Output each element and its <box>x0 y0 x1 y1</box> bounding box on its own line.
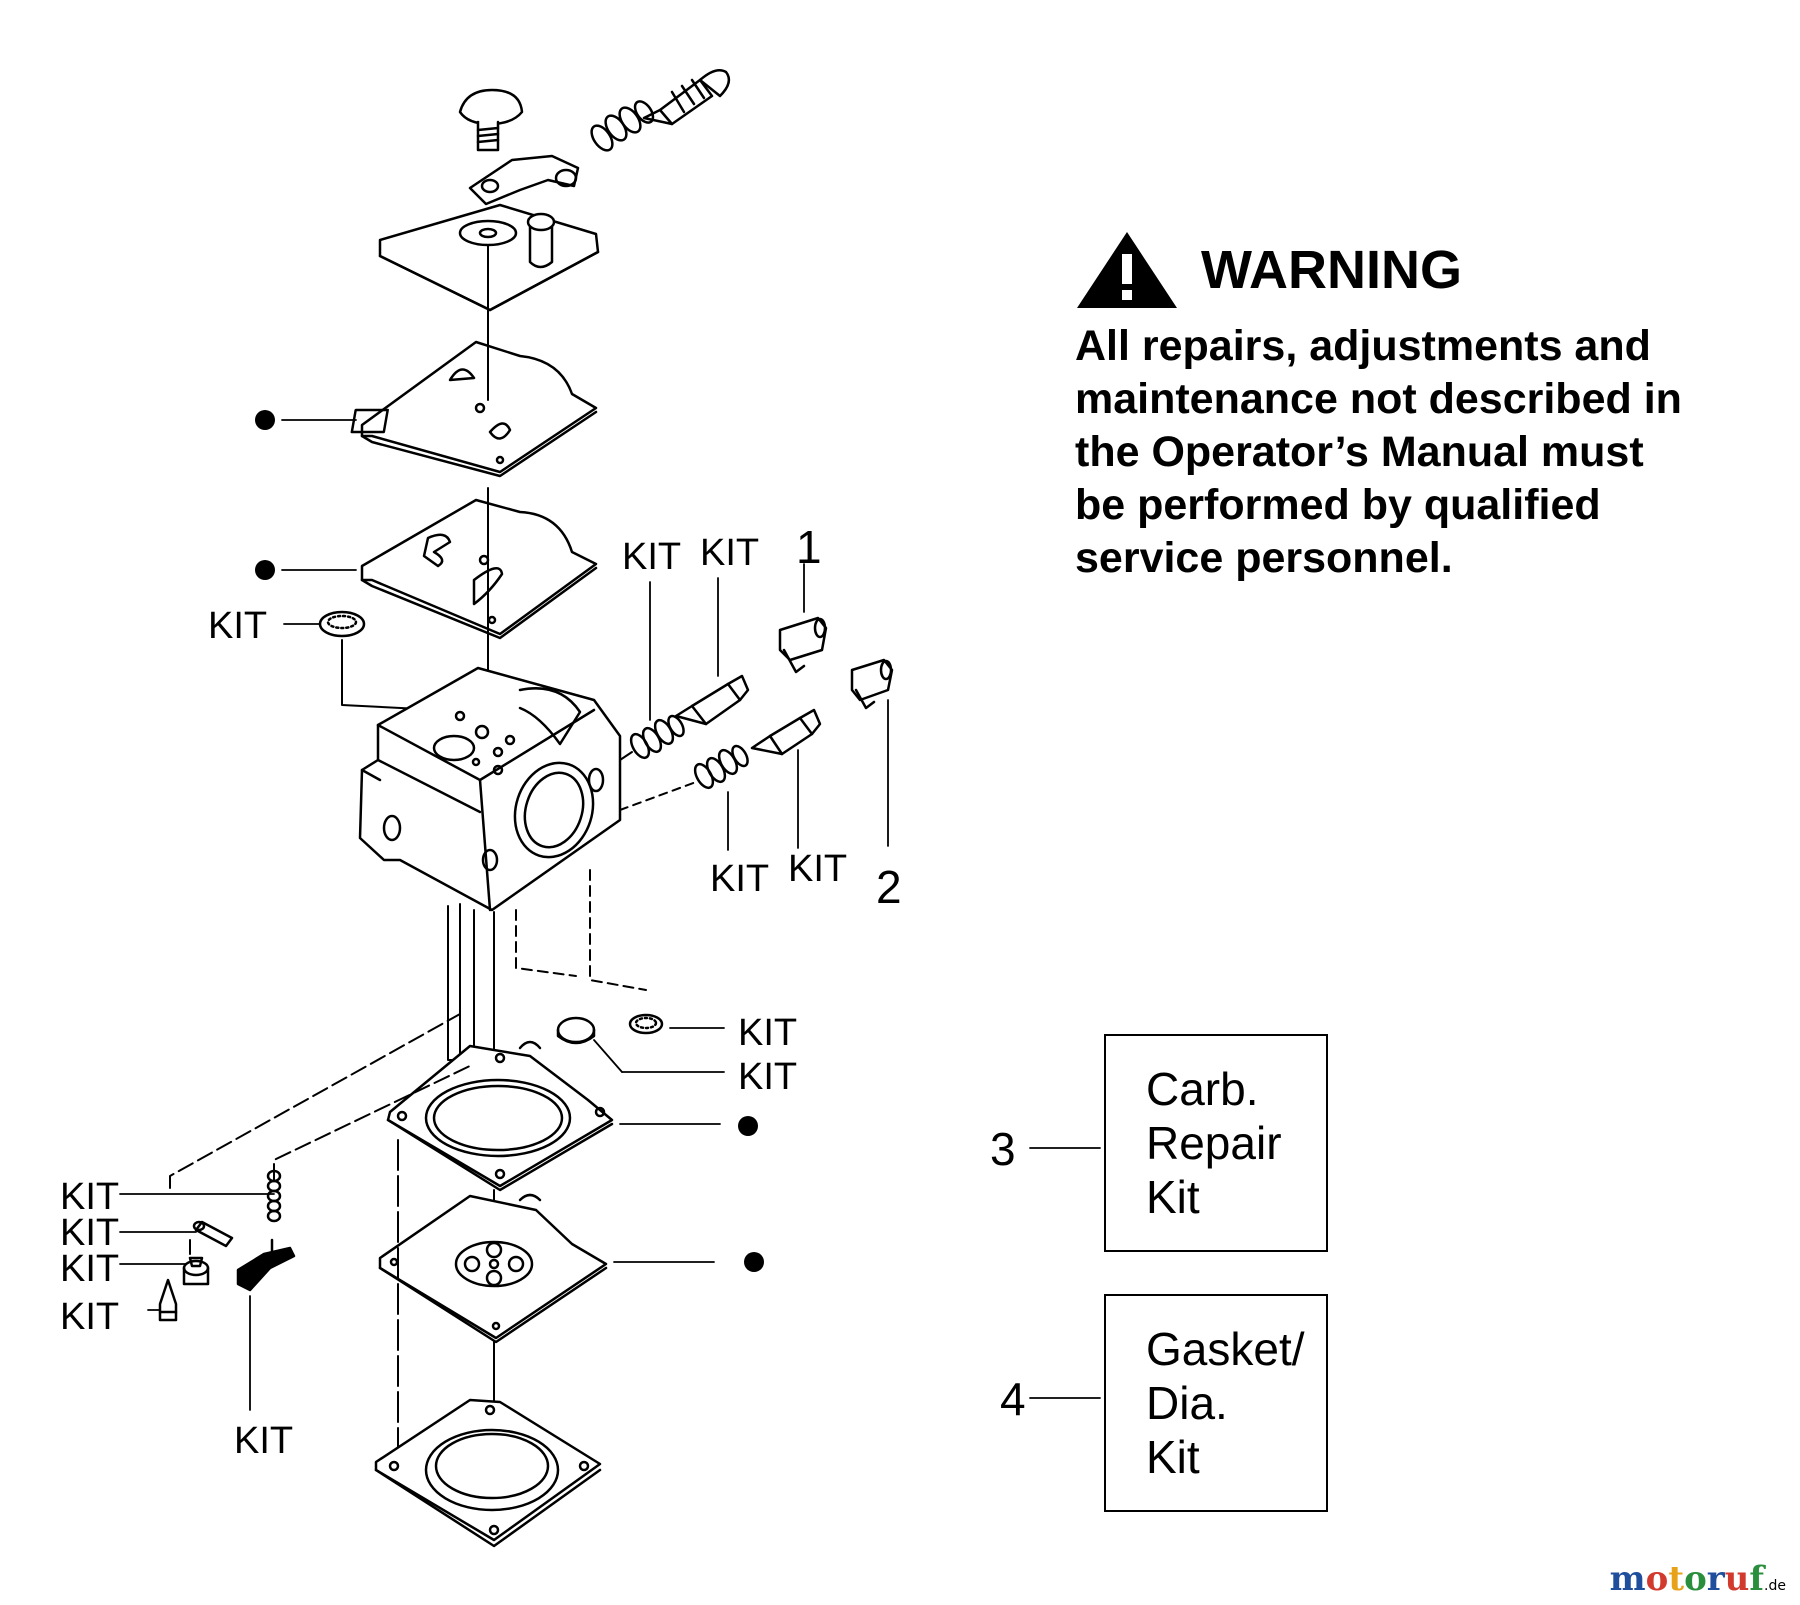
callout-2: 2 <box>876 861 902 913</box>
needle-spring-upper <box>629 714 685 760</box>
idle-spring <box>590 100 655 152</box>
kit-label-check-valve: KIT <box>738 1056 798 1098</box>
inlet-screen <box>318 610 366 638</box>
mixture-needle-low <box>750 708 822 756</box>
idle-adjust-screw <box>642 69 731 126</box>
callout-3: 3 <box>990 1123 1016 1175</box>
metering-cover <box>374 1398 602 1548</box>
warning-line: All repairs, adjustments and <box>1075 322 1651 370</box>
warning-line: be performed by qualified <box>1075 481 1601 529</box>
kit-bullets <box>255 410 764 1272</box>
carb-repair-kit-box: Carb. Repair Kit <box>1104 1034 1328 1252</box>
kit-label-needle-lower: KIT <box>788 848 848 890</box>
kit-label-spring-upper: KIT <box>622 536 682 578</box>
inlet-needle-spring <box>266 1169 282 1223</box>
legend-line: Kit <box>1146 1171 1200 1223</box>
kit-label-small-4: KIT <box>60 1296 120 1338</box>
warning-line: the Operator’s Manual must <box>1075 428 1644 476</box>
metering-lever <box>468 154 580 206</box>
wm-char: u <box>1724 1559 1750 1599</box>
limiter-cap-1 <box>778 616 828 674</box>
legend-line: Carb. <box>1146 1063 1259 1115</box>
limiter-cap-2 <box>850 658 894 710</box>
warning-header: WARNING <box>1075 228 1745 312</box>
motoruf-watermark: motoruf.de <box>1610 1559 1786 1599</box>
legend-line: Dia. <box>1146 1377 1228 1429</box>
legend-line: Gasket/ <box>1146 1323 1305 1375</box>
lever-pin <box>192 1220 234 1248</box>
wm-char: t <box>1668 1559 1685 1599</box>
legend-line: Repair <box>1146 1117 1282 1169</box>
kit-label-needle-upper: KIT <box>700 532 760 574</box>
pump-gasket <box>360 498 598 640</box>
wm-char: o <box>1645 1559 1669 1599</box>
warning-title: WARNING <box>1201 240 1462 300</box>
check-valve <box>556 1016 596 1045</box>
wm-tld: .de <box>1764 1578 1786 1594</box>
metering-diaphragm <box>378 1193 608 1344</box>
main-screen <box>628 1013 664 1035</box>
kit-label-inlet-screen: KIT <box>208 605 268 647</box>
legend-line: Kit <box>1146 1431 1200 1483</box>
kit-label-small-3: KIT <box>60 1248 120 1290</box>
pump-diaphragm <box>350 340 598 478</box>
kit-label-small-1: KIT <box>60 1176 120 1218</box>
kit-label-spring-lower: KIT <box>710 858 770 900</box>
warning-line: maintenance not described in <box>1075 375 1682 423</box>
warning-text: All repairs, adjustments and maintenance… <box>1075 320 1745 585</box>
wm-char: f <box>1749 1559 1765 1599</box>
inlet-needle <box>158 1278 178 1322</box>
carburetor-body <box>358 666 622 912</box>
warning-notice: WARNING All repairs, adjustments and mai… <box>1075 228 1745 585</box>
gasket-dia-kit-box: Gasket/ Dia. Kit <box>1104 1294 1328 1512</box>
wm-char: m <box>1609 1559 1646 1599</box>
warning-line: service personnel. <box>1075 534 1453 582</box>
leader-lines <box>119 419 1101 1411</box>
needle-spring-lower <box>693 744 749 790</box>
kit-label-main-screen: KIT <box>738 1012 798 1054</box>
wm-char: r <box>1706 1559 1725 1599</box>
callout-1: 1 <box>796 521 822 573</box>
kit-label-small-2: KIT <box>60 1212 120 1254</box>
warning-triangle-icon <box>1077 232 1177 308</box>
kit-label-inlet-lever: KIT <box>234 1420 294 1462</box>
inlet-lever <box>236 1238 296 1292</box>
mixture-needle-high <box>674 674 750 726</box>
wm-char: o <box>1684 1559 1707 1599</box>
callout-4: 4 <box>1000 1373 1026 1425</box>
top-screw <box>458 88 524 152</box>
lever-screw <box>182 1256 210 1286</box>
metering-gasket <box>386 1040 614 1192</box>
